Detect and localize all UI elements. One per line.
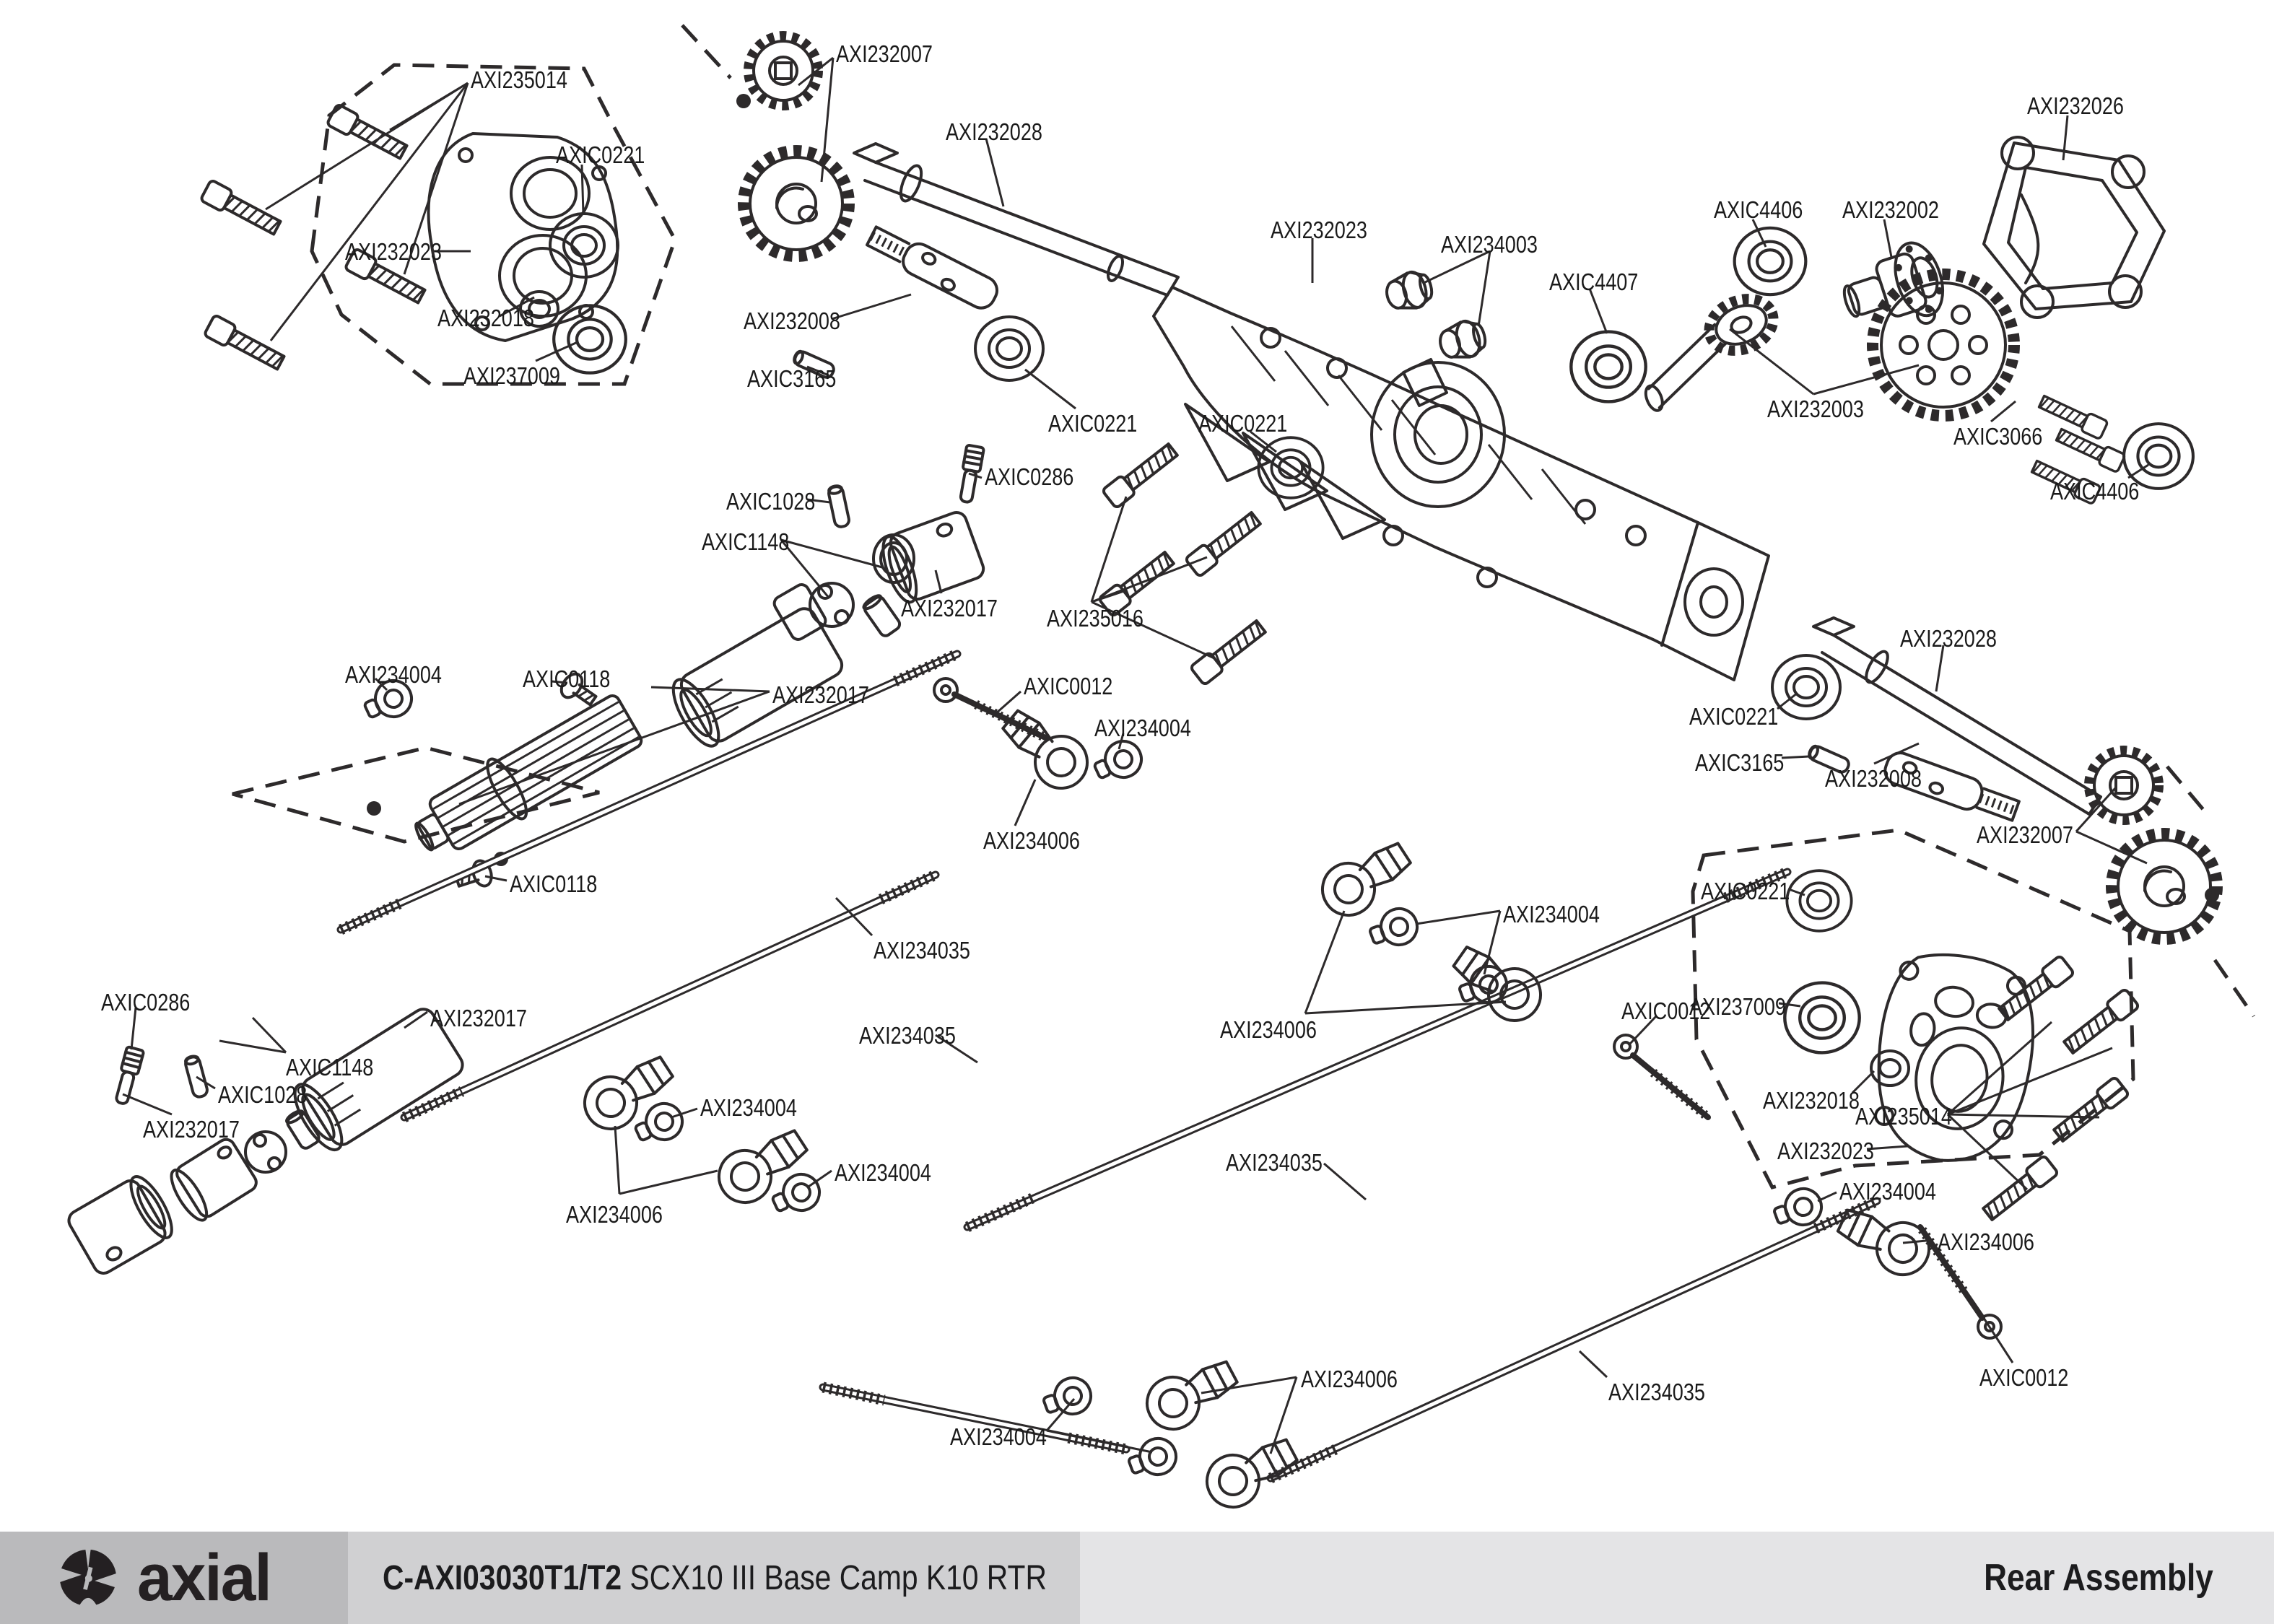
brand-block: axial — [0, 1532, 348, 1624]
axle-housing-drawing — [1152, 266, 1770, 681]
part-label-axi232018: AXI232018 — [437, 305, 534, 331]
leader-lines — [122, 56, 2149, 1454]
part-label-axic0286: AXIC0286 — [101, 989, 191, 1016]
part-label-axi234004: AXI234004 — [950, 1423, 1047, 1450]
part-label-axi234004: AXI234004 — [345, 661, 442, 688]
sheet-title: Rear Assembly — [1984, 1557, 2213, 1599]
part-label-axi232007: AXI232007 — [1977, 821, 2073, 848]
part-label-axi232028: AXI232028 — [946, 118, 1042, 145]
part-label-axi234004: AXI234004 — [1094, 715, 1191, 741]
part-label-axi232007: AXI232007 — [836, 40, 933, 67]
part-label-axi234003: AXI234003 — [1441, 231, 1538, 258]
part-label-axi234004: AXI234004 — [700, 1094, 797, 1121]
part-label-axi232008: AXI232008 — [744, 307, 840, 334]
part-label-axi232017: AXI232017 — [901, 595, 998, 621]
part-label-axi234035: AXI234035 — [1226, 1149, 1323, 1176]
part-label-axic0118: AXIC0118 — [510, 870, 598, 897]
part-label-axic4406: AXIC4406 — [2050, 478, 2140, 505]
part-label-axi234006: AXI234006 — [983, 827, 1080, 854]
part-label-axic1148: AXIC1148 — [702, 528, 790, 555]
part-label-axi232003: AXI232003 — [1767, 396, 1864, 422]
brand-wordmark: axial — [137, 1540, 272, 1615]
part-label-axi234006: AXI234006 — [1220, 1016, 1317, 1043]
part-label-axi234006: AXI234006 — [1301, 1366, 1398, 1392]
part-label-axic3165: AXIC3165 — [1695, 749, 1785, 776]
part-label-axi235016: AXI235016 — [1047, 605, 1143, 632]
right-transmission-parts — [1771, 616, 2217, 939]
part-label-axic1028: AXIC1028 — [726, 488, 816, 515]
part-label-axic0012: AXIC0012 — [1979, 1364, 2069, 1391]
part-label-axi232023: AXI232023 — [1271, 217, 1367, 243]
part-label-axi234006: AXI234006 — [566, 1201, 663, 1228]
part-label-axic4407: AXIC4407 — [1549, 269, 1639, 295]
part-number: C-AXI03030T1/T2 — [383, 1558, 622, 1597]
part-label-axi234004: AXI234004 — [835, 1159, 931, 1186]
part-label-axi232008: AXI232008 — [1825, 765, 1922, 792]
part-label-axi234006: AXI234006 — [1938, 1228, 2034, 1255]
part-label-axic0221: AXIC0221 — [1048, 410, 1138, 437]
part-label-axic0012: AXIC0012 — [1621, 997, 1711, 1024]
part-label-axi234035: AXI234035 — [1608, 1379, 1705, 1405]
suspension-links — [336, 649, 2003, 1516]
part-label-axi232017: AXI232017 — [143, 1116, 240, 1143]
part-label-axic0221: AXIC0221 — [1701, 878, 1790, 904]
part-label-axic4406: AXIC4406 — [1714, 196, 1803, 223]
detail-view-outlines — [232, 24, 2256, 1189]
part-label-axi235014: AXI235014 — [471, 66, 567, 93]
part-label-axi232026: AXI232026 — [2027, 92, 2124, 119]
part-label-axi234035: AXI234035 — [874, 937, 970, 964]
part-label-axi232002: AXI232002 — [1842, 196, 1939, 223]
driveshaft-lower — [64, 857, 496, 1279]
product-name: SCX10 III Base Camp K10 RTR — [630, 1558, 1047, 1597]
axial-logo-icon — [56, 1546, 120, 1609]
part-label-axic0221: AXIC0221 — [1689, 703, 1779, 730]
part-label-axic1148: AXIC1148 — [286, 1054, 374, 1081]
part-label-axic0286: AXIC0286 — [985, 463, 1074, 490]
part-label-axi234035: AXI234035 — [859, 1022, 956, 1049]
center-hardware — [874, 439, 1270, 742]
part-label-axi232023: AXI232023 — [1777, 1138, 1874, 1164]
part-label-axic3066: AXIC3066 — [1953, 423, 2043, 450]
sheet-title-block: Rear Assembly — [1080, 1532, 2274, 1624]
part-label-axi232017: AXI232017 — [430, 1005, 527, 1031]
part-label-axi234004: AXI234004 — [1839, 1178, 1936, 1205]
sheet-id-block: C-AXI03030T1/T2 SCX10 III Base Camp K10 … — [348, 1532, 1080, 1624]
part-label-axic0118: AXIC0118 — [523, 665, 611, 692]
part-label-axi237009: AXI237009 — [463, 362, 560, 389]
part-label-axic3165: AXIC3165 — [747, 365, 837, 392]
part-label-axi232017: AXI232017 — [772, 681, 869, 708]
footer-bar: axial C-AXI03030T1/T2 SCX10 III Base Cam… — [0, 1532, 2274, 1624]
part-label-axi232028: AXI232028 — [1900, 625, 1997, 652]
part-label-axi237009: AXI237009 — [1689, 993, 1786, 1020]
part-label-axi234004: AXI234004 — [1503, 901, 1600, 927]
diagram-line-art — [64, 24, 2256, 1532]
part-label-axic1028: AXIC1028 — [218, 1081, 308, 1108]
part-label-axic0012: AXIC0012 — [1024, 673, 1113, 699]
part-label-axic0221: AXIC0221 — [556, 141, 645, 168]
part-label-axi232023: AXI232023 — [345, 238, 442, 265]
part-label-axi235014: AXI235014 — [1855, 1103, 1952, 1130]
part-label-axi232018: AXI232018 — [1763, 1087, 1860, 1114]
part-label-axic0221: AXIC0221 — [1198, 410, 1288, 437]
